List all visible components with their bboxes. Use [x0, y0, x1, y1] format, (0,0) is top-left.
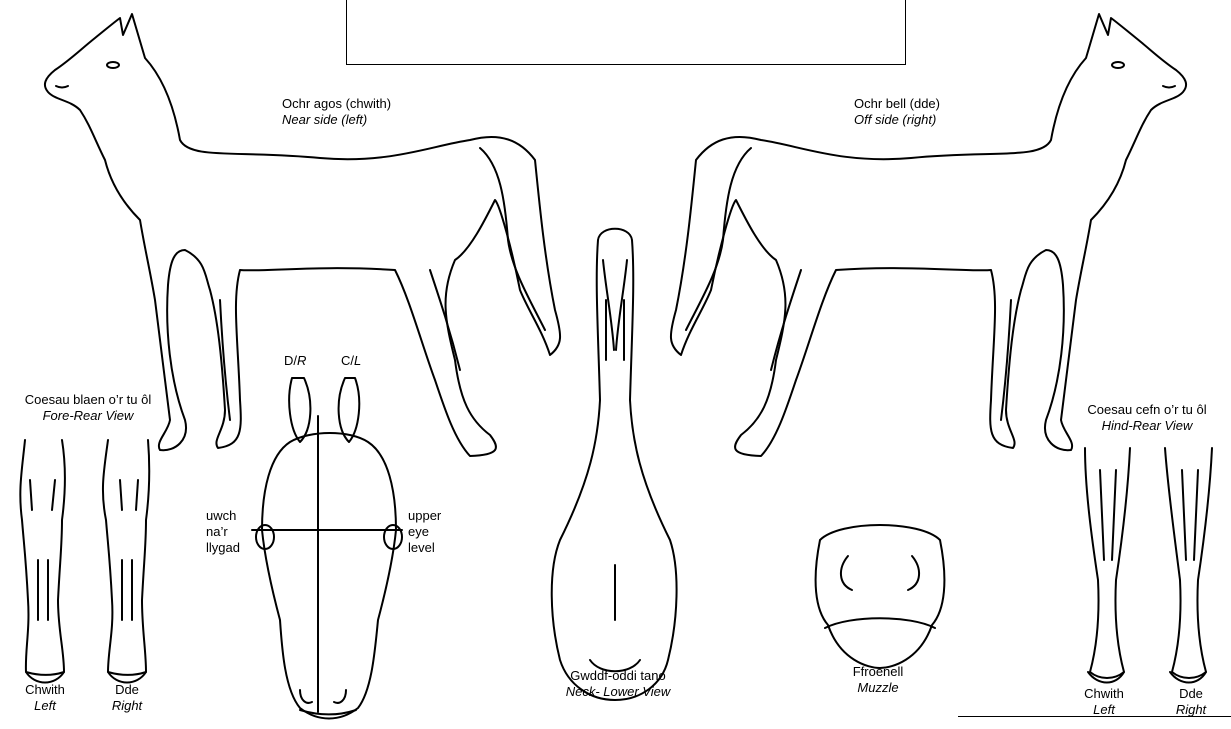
eye-level-welsh-line-2: na’r [206, 524, 240, 540]
hind-rear-welsh: Coesau cefn o’r tu ôl [1070, 402, 1224, 418]
muzzle-outline [816, 525, 945, 668]
eye-level-welsh-label: uwch na’r llygad [206, 508, 240, 556]
hind-left-label: Chwith Left [1074, 686, 1134, 718]
off-side-english: Off side (right) [854, 112, 940, 128]
fore-rear-legs-outline [20, 440, 149, 683]
right-ear-label: D/R [284, 353, 306, 369]
fore-right-welsh: Dde [102, 682, 152, 698]
eye-level-english-line-2: eye [408, 524, 441, 540]
left-ear-welsh: C/ [341, 353, 354, 368]
muzzle-label: Ffroenell Muzzle [828, 664, 928, 696]
hind-rear-legs-outline [1085, 448, 1212, 683]
fore-right-english: Right [102, 698, 152, 714]
fore-left-label: Chwith Left [20, 682, 70, 714]
hind-right-label: Dde Right [1166, 686, 1216, 718]
hind-rear-english: Hind-Rear View [1070, 418, 1224, 434]
left-ear-english: L [354, 353, 361, 368]
head-front-outline [252, 378, 402, 719]
muzzle-english: Muzzle [828, 680, 928, 696]
eye-level-welsh-line-1: uwch [206, 508, 240, 524]
eye-level-welsh-line-3: llygad [206, 540, 240, 556]
right-ear-welsh: D/ [284, 353, 297, 368]
horse-off-side-outline [671, 14, 1186, 456]
fore-rear-welsh: Coesau blaen o’r tu ôl [12, 392, 164, 408]
fore-left-welsh: Chwith [20, 682, 70, 698]
near-side-welsh: Ochr agos (chwith) [282, 96, 391, 112]
eye-level-english-label: upper eye level [408, 508, 441, 556]
horse-near-side-outline [45, 14, 560, 456]
right-ear-english: R [297, 353, 306, 368]
eye-level-english-line-3: level [408, 540, 441, 556]
off-side-welsh: Ochr bell (dde) [854, 96, 940, 112]
neck-lower-outline [552, 229, 677, 700]
fore-rear-english: Fore-Rear View [12, 408, 164, 424]
neck-label: Gwddf-oddi tano Neck- Lower View [548, 668, 688, 700]
hind-left-welsh: Chwith [1074, 686, 1134, 702]
near-side-english: Near side (left) [282, 112, 391, 128]
eye-level-english-line-1: upper [408, 508, 441, 524]
off-side-label: Ochr bell (dde) Off side (right) [854, 96, 940, 128]
neck-english: Neck- Lower View [548, 684, 688, 700]
hind-right-english: Right [1166, 702, 1216, 718]
fore-right-label: Dde Right [102, 682, 152, 714]
left-ear-label: C/L [341, 353, 361, 369]
top-box [346, 0, 906, 65]
fore-left-english: Left [20, 698, 70, 714]
neck-welsh: Gwddf-oddi tano [548, 668, 688, 684]
hind-left-english: Left [1074, 702, 1134, 718]
muzzle-welsh: Ffroenell [828, 664, 928, 680]
near-side-label: Ochr agos (chwith) Near side (left) [282, 96, 391, 128]
hind-rear-label: Coesau cefn o’r tu ôl Hind-Rear View [1070, 402, 1224, 434]
hind-right-welsh: Dde [1166, 686, 1216, 702]
fore-rear-label: Coesau blaen o’r tu ôl Fore-Rear View [12, 392, 164, 424]
